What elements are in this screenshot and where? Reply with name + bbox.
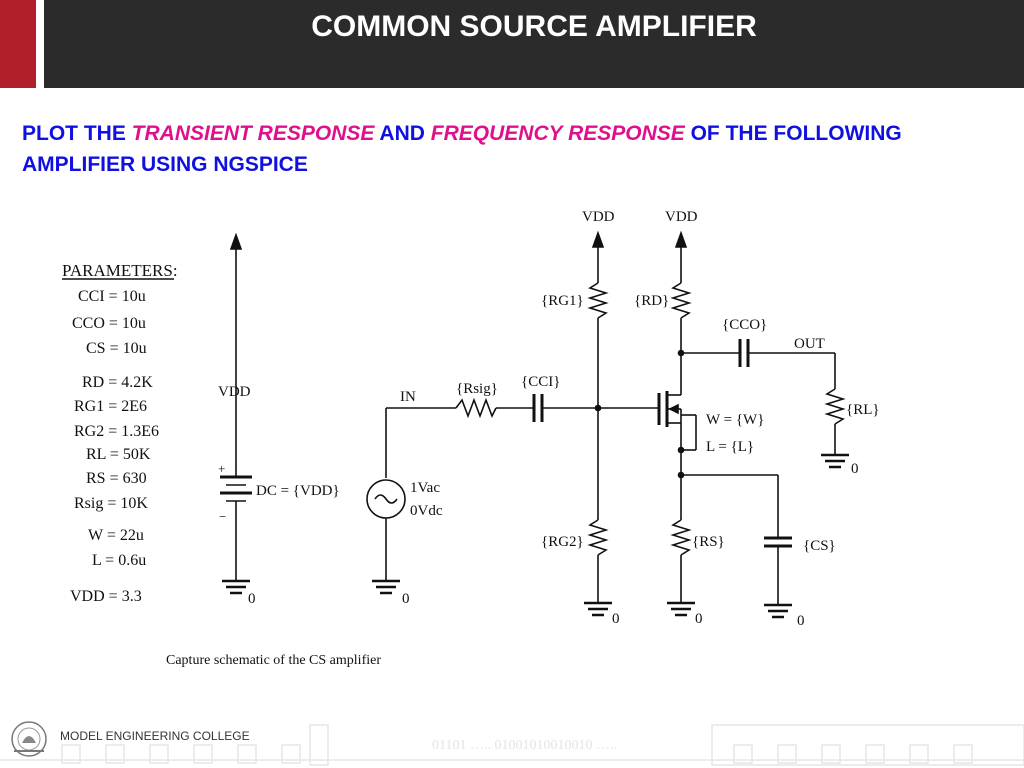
param-rd: RD = 4.2K [82, 374, 153, 391]
rsig-label: {Rsig} [456, 381, 498, 397]
param-rl: RL = 50K [86, 446, 151, 463]
param-rg1: RG1 = 2E6 [74, 398, 147, 415]
param-cci: CCI = 10u [78, 288, 146, 305]
param-cco: CCO = 10u [72, 315, 146, 332]
in-node-label: IN [400, 389, 416, 405]
cs-label: {CS} [803, 538, 836, 554]
mosfet-w-label: W = {W} [706, 412, 764, 428]
rl-label: {RL} [846, 402, 880, 418]
mosfet-l-label: L = {L} [706, 439, 754, 455]
param-cs: CS = 10u [86, 340, 147, 357]
binary-watermark: 01101 ….. 01001010010010 ….. [432, 738, 617, 753]
ground-label-rg2: 0 [612, 611, 620, 627]
ground-label-rs: 0 [695, 611, 703, 627]
param-rs: RS = 630 [86, 470, 147, 487]
header-bar: COMMON SOURCE AMPLIFIER [0, 0, 1024, 88]
rg1-label: {RG1} [541, 293, 584, 309]
task-em-frequency: FREQUENCY RESPONSE [430, 122, 685, 145]
schematic-caption: Capture schematic of the CS amplifier [166, 653, 381, 668]
dc-source-label: DC = {VDD} [256, 483, 340, 499]
ac-source-1vac: 1Vac [410, 480, 440, 496]
ground-label-ac: 0 [402, 591, 410, 607]
parameters-heading: PARAMETERS: [62, 261, 178, 280]
task-text-1: PLOT THE [22, 122, 132, 145]
task-text-2: AND [374, 122, 431, 145]
param-rg2: RG2 = 1.3E6 [74, 423, 159, 440]
accent-gap [36, 0, 44, 88]
out-node-label: OUT [794, 336, 825, 352]
task-text-3: OF THE FOLLOWING AMPLIFIER USING NGSPICE [22, 122, 902, 176]
accent-bar [0, 0, 36, 88]
college-name: MODEL ENGINEERING COLLEGE [60, 729, 250, 743]
cco-label: {CCO} [722, 317, 767, 333]
ground-label-rl: 0 [851, 461, 859, 477]
page-title: COMMON SOURCE AMPLIFIER [311, 10, 757, 43]
vdd-label-rg1: VDD [582, 209, 615, 225]
schematic-diagram: PARAMETERS: CCI = 10u CCO = 10u CS = 10u… [62, 209, 880, 668]
vdd-label-rd: VDD [665, 209, 698, 225]
param-rsig: Rsig = 10K [74, 495, 148, 512]
rs-label: {RS} [692, 534, 725, 550]
param-l: L = 0.6u [92, 552, 146, 569]
dc-plus-sign: + [218, 461, 225, 476]
ac-source-0vdc: 0Vdc [410, 503, 443, 519]
cci-label: {CCI} [521, 374, 560, 390]
vdd-label-dc: VDD [218, 384, 251, 400]
task-statement: PLOT THE TRANSIENT RESPONSE AND FREQUENC… [22, 118, 1002, 180]
ground-label-cs: 0 [797, 613, 805, 629]
ground-label-dc: 0 [248, 591, 256, 607]
dc-minus-sign: − [219, 509, 226, 524]
param-vdd: VDD = 3.3 [70, 588, 142, 605]
param-w: W = 22u [88, 527, 144, 544]
college-logo-icon [11, 721, 47, 757]
rg2-label: {RG2} [541, 534, 584, 550]
rd-label: {RD} [634, 293, 669, 309]
task-em-transient: TRANSIENT RESPONSE [131, 122, 375, 145]
